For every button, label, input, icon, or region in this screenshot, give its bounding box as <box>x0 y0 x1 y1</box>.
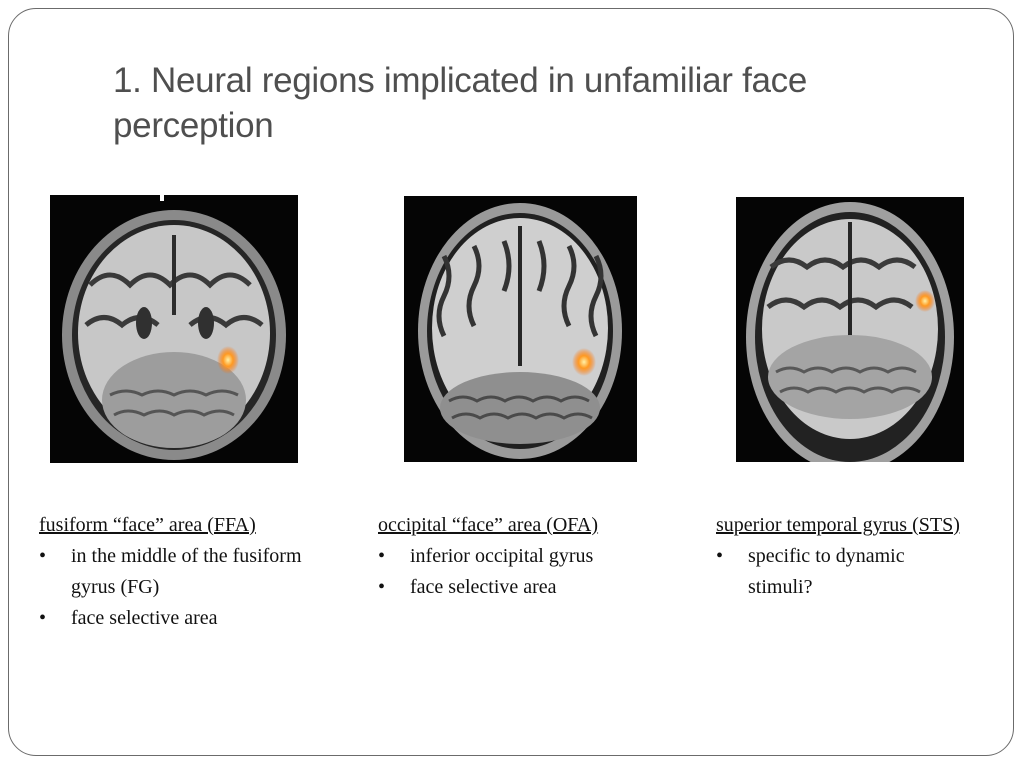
caption-sts: superior temporal gyrus (STS) • specific … <box>716 510 966 603</box>
list-item: • inferior occipital gyrus <box>378 541 678 572</box>
list-item: • in the middle of the fusiform gyrus (FG… <box>39 541 349 603</box>
caption-ffa: fusiform “face” area (FFA) • in the middl… <box>39 510 349 634</box>
brain-scan-sts-image <box>736 197 964 462</box>
bullet-text: specific to dynamic stimuli? <box>748 545 905 598</box>
caption-ffa-heading: fusiform “face” area (FFA) <box>39 514 256 536</box>
caption-ofa: occipital “face” area (OFA) • inferior oc… <box>378 510 678 603</box>
slide-frame <box>8 8 1014 756</box>
list-item: • specific to dynamic stimuli? <box>716 541 966 603</box>
bullet-text: inferior occipital gyrus <box>410 545 594 567</box>
bullet-text: in the middle of the fusiform gyrus (FG) <box>71 545 302 598</box>
bullet-icon: • <box>39 607 47 629</box>
brain-scan-ofa-image <box>404 196 637 462</box>
bullet-icon: • <box>378 576 386 598</box>
slide-title: 1. Neural regions implicated in unfamili… <box>113 61 808 145</box>
brain-scan-ffa-image <box>50 195 298 463</box>
caption-ofa-bullet-list: • inferior occipital gyrus • face selectiv… <box>378 541 678 603</box>
bullet-text: face selective area <box>410 576 557 598</box>
caption-ffa-bullet-list: • in the middle of the fusiform gyrus (FG… <box>39 541 349 634</box>
caption-sts-bullet-list: • specific to dynamic stimuli? <box>716 541 966 603</box>
bullet-icon: • <box>378 545 386 567</box>
list-item: • face selective area <box>39 603 349 634</box>
caption-sts-heading: superior temporal gyrus (STS) <box>716 514 960 536</box>
bullet-icon: • <box>716 545 724 567</box>
caption-ofa-heading: occipital “face” area (OFA) <box>378 514 599 536</box>
bullet-text: face selective area <box>71 607 218 629</box>
list-item: • face selective area <box>378 572 678 603</box>
bullet-icon: • <box>39 545 47 567</box>
